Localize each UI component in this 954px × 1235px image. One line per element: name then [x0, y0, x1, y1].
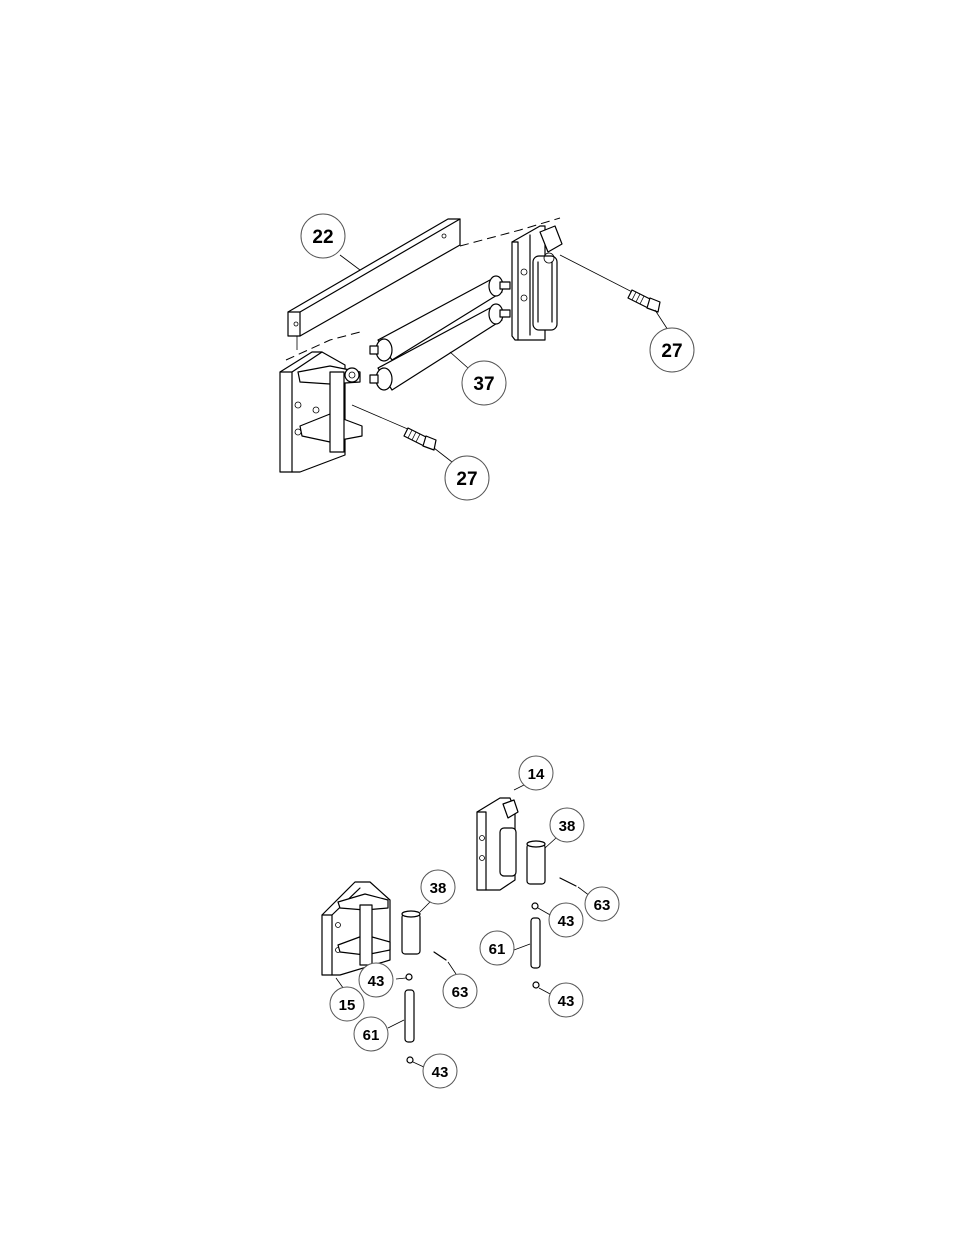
right-bolt [560, 255, 660, 312]
callout-label: 27 [456, 469, 477, 490]
right-cotter-pin [560, 878, 590, 896]
callout-label: 14 [528, 766, 545, 783]
callout-label: 27 [661, 341, 682, 362]
callout-label: 43 [368, 973, 385, 990]
top-assembly: 22 27 37 27 [280, 214, 694, 500]
left-sleeve [402, 902, 430, 954]
callout-label: 22 [312, 227, 333, 248]
right-lower-clip [533, 982, 539, 988]
left-pin [388, 990, 414, 1042]
left-lower-clip [407, 1057, 413, 1063]
right-upper-clip [532, 903, 538, 909]
bottom-assembly: 14 38 63 43 61 43 38 43 63 15 61 43 [322, 756, 619, 1088]
right-sleeve [527, 838, 556, 884]
left-upper-clip [406, 974, 412, 980]
callout-label: 63 [594, 897, 611, 914]
callout-label: 43 [432, 1064, 449, 1081]
left-hinge-bracket [280, 352, 362, 472]
left-cotter-pin [434, 952, 456, 974]
callout-label: 37 [473, 374, 494, 395]
callout-label: 43 [558, 993, 575, 1010]
callout-label: 61 [489, 941, 506, 958]
right-hinge-bracket [512, 226, 562, 340]
right-bracket [477, 783, 528, 890]
callout-label: 61 [363, 1027, 380, 1044]
callout-label: 38 [430, 880, 447, 897]
callout-label: 63 [452, 984, 469, 1001]
callout-label: 38 [559, 818, 576, 835]
callout-label: 43 [558, 913, 575, 930]
callout-label: 15 [339, 997, 356, 1014]
right-pin [514, 918, 540, 968]
left-bolt [352, 405, 436, 450]
